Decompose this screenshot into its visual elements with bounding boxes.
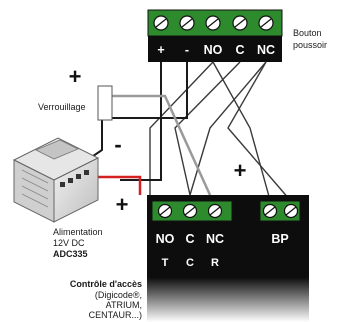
access-control-line2: ATRIUM, [106,300,142,310]
wire-bp-2 [189,61,267,196]
push-button-label-line1: Bouton [293,28,322,38]
relay-nc-label: NC [206,232,224,246]
terminal-c-label: C [235,43,244,57]
power-supply-label-line2: 12V DC [53,238,85,248]
access-control-line1: (Digicode®, [95,290,142,300]
relay-c-label: C [185,232,194,246]
terminal-plus-label: + [157,43,164,57]
wire-black-minus [108,62,188,119]
relay-no-label: NO [156,232,175,246]
bp-label: BP [271,232,288,246]
wire-black-plus [120,62,162,181]
relay-c-sub-label: C [186,257,194,269]
wire-nc [227,61,291,201]
wire-c [174,61,241,196]
terminal-minus-label: - [185,43,189,57]
access-control-line3: CENTAUR...) [89,310,142,320]
terminal-no-label: NO [204,43,223,57]
terminal-screws-top [153,15,274,31]
lock-label: Verrouillage [38,102,86,112]
lock-device [97,85,113,121]
sign-plus-top: + [69,64,82,89]
power-supply-label-line1: Alimentation [53,227,103,237]
sign-plus-mid: + [234,158,247,183]
wires [79,61,291,201]
push-button-label-line2: poussoir [293,40,327,50]
wire-no [149,61,214,195]
terminal-nc-label: NC [257,43,275,57]
relay-t-label: T [162,257,169,269]
push-button-terminal-block: + - NO C NC [147,9,283,62]
sign-plus-bottom: + [116,192,129,217]
terminal-screws-access [157,203,299,219]
relay-r-label: R [211,257,219,269]
access-control-block: NO C NC BP T C R [147,195,309,322]
wire-red [82,175,142,195]
power-supply-model: ADC335 [53,249,88,259]
wire-bp-1 [212,61,271,201]
access-control-title: Contrôle d'accès [70,279,142,289]
wire-gray-lock [112,94,212,196]
power-supply-module [12,137,100,223]
sign-minus: - [114,132,121,157]
